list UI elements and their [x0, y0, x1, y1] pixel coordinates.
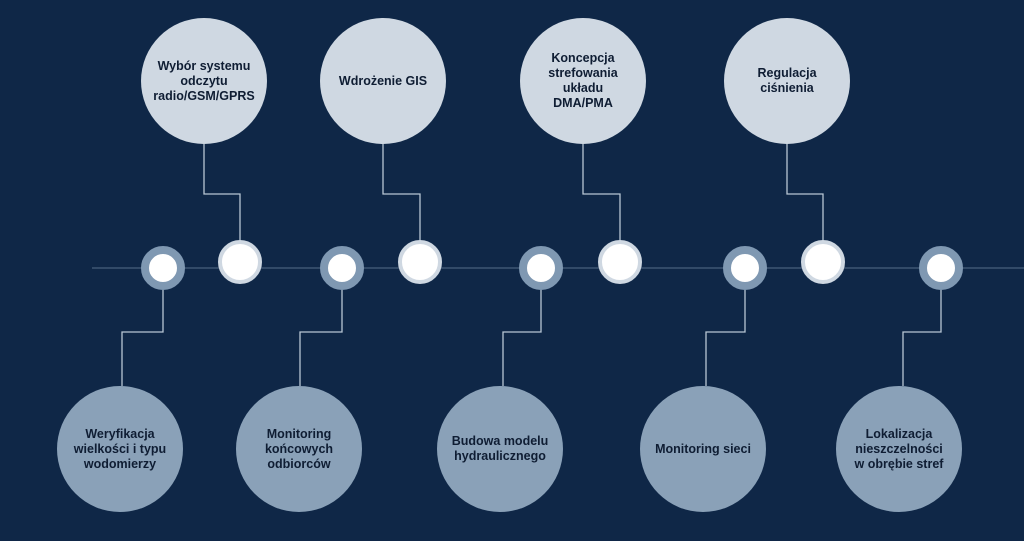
bottom-bubble-label: Weryfikacja wielkości i typu wodomierzy: [73, 426, 167, 471]
top-bubble-label: Wybór systemu odczytu radio/GSM/GPRS: [153, 58, 255, 103]
connector-bottom-2: [502, 290, 542, 386]
timeline-node: [141, 246, 185, 290]
bottom-bubble-3: Monitoring sieci: [640, 386, 766, 512]
timeline-node: [919, 246, 963, 290]
connector-top-1: [382, 144, 421, 244]
timeline-node: [598, 240, 642, 284]
connector-bottom-3: [705, 290, 746, 386]
connector-bottom-1: [299, 290, 343, 386]
timeline-node: [320, 246, 364, 290]
bottom-bubble-label: Budowa modelu hydraulicznego: [451, 434, 549, 463]
top-bubble-1: Wdrożenie GIS: [320, 18, 446, 144]
top-bubble-label: Regulacja ciśnienia: [757, 66, 817, 95]
timeline-node: [723, 246, 767, 290]
bottom-bubble-4: Lokalizacja nieszczelności w obrębie str…: [836, 386, 962, 512]
bottom-bubble-label: Monitoring końcowych odbiorców: [264, 426, 334, 471]
connector-bottom-4: [902, 290, 942, 386]
timeline-node: [801, 240, 845, 284]
top-bubble-label: Koncepcja strefowania układu DMA/PMA: [548, 51, 618, 110]
connector-top-3: [786, 144, 824, 244]
top-bubble-3: Regulacja ciśnienia: [724, 18, 850, 144]
bottom-bubble-label: Lokalizacja nieszczelności w obrębie str…: [854, 426, 944, 471]
timeline-node: [398, 240, 442, 284]
bottom-bubble-1: Monitoring końcowych odbiorców: [236, 386, 362, 512]
connector-bottom-0: [121, 290, 164, 386]
timeline-node: [519, 246, 563, 290]
bottom-bubble-0: Weryfikacja wielkości i typu wodomierzy: [57, 386, 183, 512]
bottom-bubble-2: Budowa modelu hydraulicznego: [437, 386, 563, 512]
top-bubble-0: Wybór systemu odczytu radio/GSM/GPRS: [141, 18, 267, 144]
top-bubble-label: Wdrożenie GIS: [338, 73, 428, 88]
connector-top-0: [203, 144, 241, 244]
timeline-node: [218, 240, 262, 284]
bottom-bubble-label: Monitoring sieci: [655, 441, 751, 456]
top-bubble-2: Koncepcja strefowania układu DMA/PMA: [520, 18, 646, 144]
connector-top-2: [582, 144, 621, 244]
